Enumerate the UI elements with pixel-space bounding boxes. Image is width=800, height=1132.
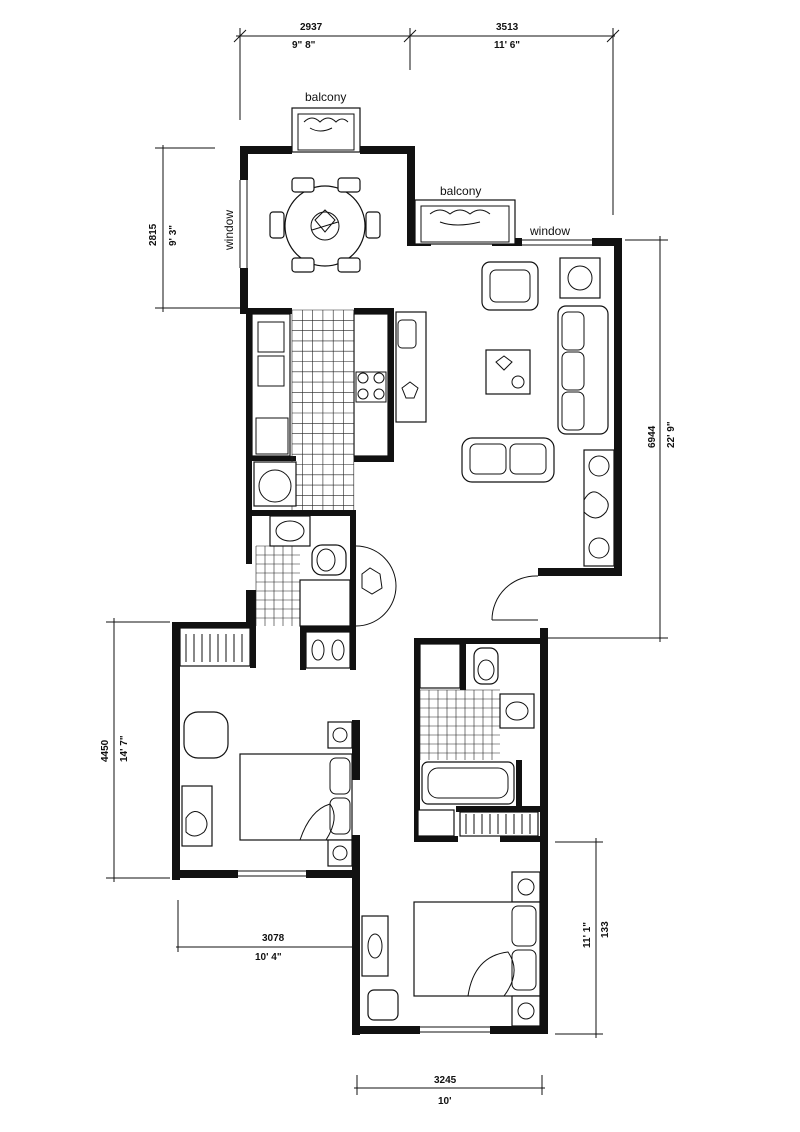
dim-top-left-ft: 9" 8" (292, 40, 316, 51)
dimension-labels: 2937 9" 8" 3513 11' 6" 2815 9' 3" 6944 2… (100, 22, 677, 1107)
balcony-top (291, 107, 361, 153)
dim-mid-ft: 10' 4" (255, 952, 282, 963)
label-balcony-top: balcony (305, 90, 346, 104)
living-room (461, 257, 615, 567)
dim-bed-right-mm: 133 (600, 921, 611, 938)
dim-bed-left-mm: 4450 (100, 739, 111, 762)
dim-bed-right-ft: 11' 1" (582, 922, 593, 948)
bath2-floor-tiles (419, 689, 500, 760)
dim-mid-mm: 3078 (262, 933, 285, 944)
dim-dining-mm: 2815 (148, 223, 159, 246)
dim-top-right-ft: 11' 6" (494, 40, 520, 51)
kitchen (251, 309, 427, 510)
label-balcony-right: balcony (440, 184, 481, 198)
dim-living-ft: 22' 9" (666, 421, 677, 448)
dimension-lines (106, 28, 668, 1095)
dim-living-mm: 6944 (647, 425, 658, 448)
bathroom-1 (255, 515, 397, 669)
dim-bottom-mm: 3245 (434, 1075, 457, 1086)
dim-top-left-mm: 2937 (300, 22, 323, 33)
dim-top-right-mm: 3513 (496, 22, 519, 33)
kitchen-floor-tiles (291, 309, 355, 510)
bedroom-right (361, 871, 541, 1027)
label-window-right: window (529, 224, 570, 238)
bathroom-2 (417, 643, 539, 837)
dining-table (269, 177, 381, 273)
dim-bottom-ft: 10' (438, 1096, 452, 1107)
dim-bed-left-ft: 14' 7" (119, 735, 130, 762)
balcony-right (414, 199, 516, 245)
bath1-floor-tiles (255, 545, 300, 626)
walls (172, 146, 622, 1035)
label-window-left: window (222, 210, 236, 251)
dim-dining-ft: 9' 3" (168, 225, 179, 246)
windows (238, 180, 592, 1033)
door-swing (491, 575, 539, 621)
bedroom-left (179, 627, 353, 867)
laundry (253, 461, 297, 507)
